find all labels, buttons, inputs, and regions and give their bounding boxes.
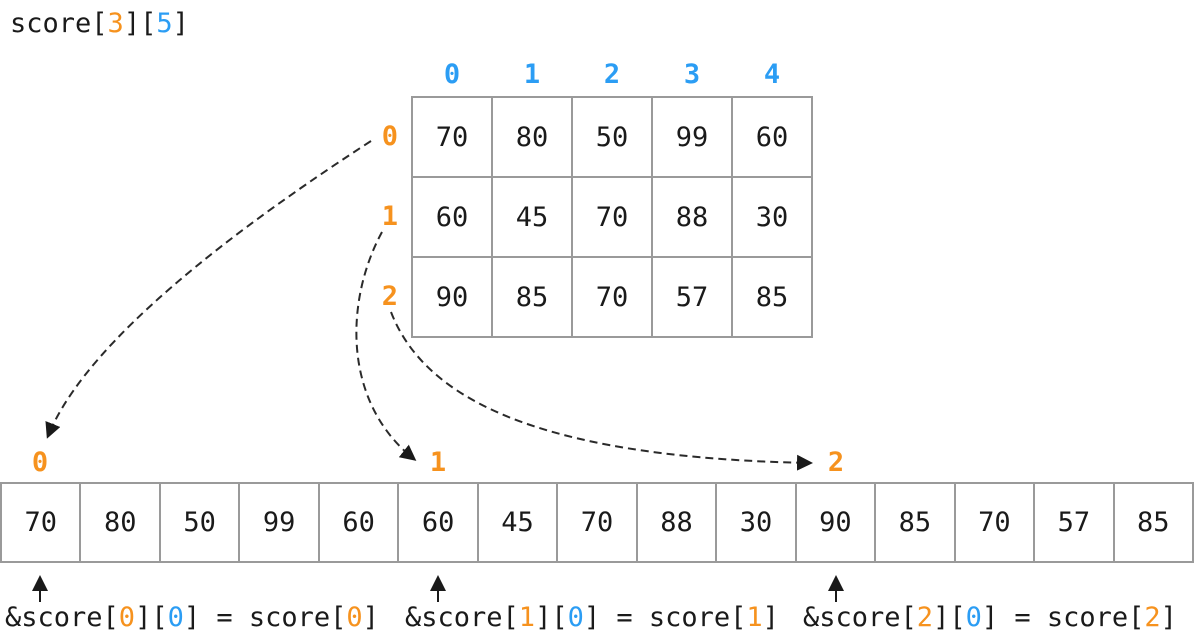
matrix-row-header-0: 0 [381,121,398,152]
matrix-cell-0-0: 70 [412,97,492,177]
flat-cell-10: 90 [795,483,876,562]
row0-to-segment0-arrow [45,140,372,439]
row1-to-segment1-arrow [355,231,417,461]
caption-flat-index: 1 [746,602,763,633]
flat-cell-8: 88 [636,483,717,562]
caption-col-index: 0 [965,602,982,633]
caption-post: ] = score[ [183,602,347,633]
matrix-cell-1-0: 60 [412,177,492,257]
caption-col-index: 0 [567,602,584,633]
flat-cell-7: 70 [557,483,637,562]
flat-segment-label-1: 1 [429,447,447,478]
flat-cell-9: 30 [716,483,796,562]
address-caption-1: &score[1][0] = score[1] [405,604,779,632]
matrix-col-header-0: 0 [443,59,461,90]
matrix-col-header-4: 4 [763,59,781,90]
caption-end: ] [762,602,779,633]
declaration-end: ] [172,8,189,39]
matrix-cell-0-4: 60 [732,97,812,177]
matrix-cell-0-2: 50 [572,97,652,177]
flat-cell-3: 99 [239,483,319,562]
address-caption-0: &score[0][0] = score[0] [5,604,379,632]
caption-row-index: 2 [916,602,934,633]
matrix-cell-0-3: 99 [652,97,732,177]
declaration-mid: ][ [123,8,157,39]
caption-flat-index: 0 [346,602,363,633]
caption-end: ] [1160,602,1177,633]
flat-cell-5: 60 [398,483,478,562]
matrix-cell-1-1: 45 [492,177,572,257]
caption-mid: ][ [135,602,168,633]
flat-cell-14: 85 [1113,483,1194,562]
matrix-cell-1-3: 88 [652,177,732,257]
flat-cell-13: 57 [1034,483,1114,562]
matrix-cell-1-4: 30 [732,177,812,257]
matrix-col-header-1: 1 [523,59,541,90]
matrix-row-header-2: 2 [381,281,398,312]
matrix-cell-2-1: 85 [492,257,572,337]
flat-cell-4: 60 [318,483,399,562]
matrix-col-header-3: 3 [683,59,701,90]
caption-post: ] = score[ [583,602,747,633]
flat-segment-label-0: 0 [31,447,49,478]
flat-segment-label-2: 2 [827,447,845,478]
caption-mid: ][ [933,602,966,633]
flat-cell-2: 50 [159,483,240,562]
caption-row-index: 0 [118,602,136,633]
matrix-cell-2-3: 57 [652,257,732,337]
caption-end: ] [362,602,379,633]
matrix-cell-0-1: 80 [492,97,572,177]
caption-pre: &score[ [405,602,519,633]
array-declaration: score[3][5] [10,10,189,38]
flat-cell-6: 45 [477,483,558,562]
flat-array: 70 80 50 99 60 60 45 70 88 30 90 85 70 5… [0,482,1194,563]
flat-cell-1: 80 [80,483,160,562]
caption-pre: &score[ [5,602,119,633]
matrix-cell-2-0: 90 [412,257,492,337]
matrix-row-header-1: 1 [381,201,398,232]
declaration-col-dim: 5 [156,8,173,39]
caption-row-index: 1 [518,602,536,633]
caption-pre: &score[ [803,602,917,633]
flat-cell-12: 70 [954,483,1035,562]
caption-col-index: 0 [167,602,184,633]
declaration-row-dim: 3 [107,8,124,39]
declaration-text: score[ [10,8,108,39]
caption-post: ] = score[ [981,602,1145,633]
flat-cell-0: 70 [1,483,81,562]
caption-flat-index: 2 [1144,602,1161,633]
matrix-cell-2-4: 85 [732,257,812,337]
score-matrix: 70 80 50 99 60 60 45 70 88 30 90 85 70 5… [411,96,813,338]
caption-mid: ][ [535,602,568,633]
flat-cell-11: 85 [875,483,955,562]
matrix-cell-1-2: 70 [572,177,652,257]
matrix-cell-2-2: 70 [572,257,652,337]
matrix-col-header-2: 2 [603,59,621,90]
address-caption-2: &score[2][0] = score[2] [803,604,1177,632]
